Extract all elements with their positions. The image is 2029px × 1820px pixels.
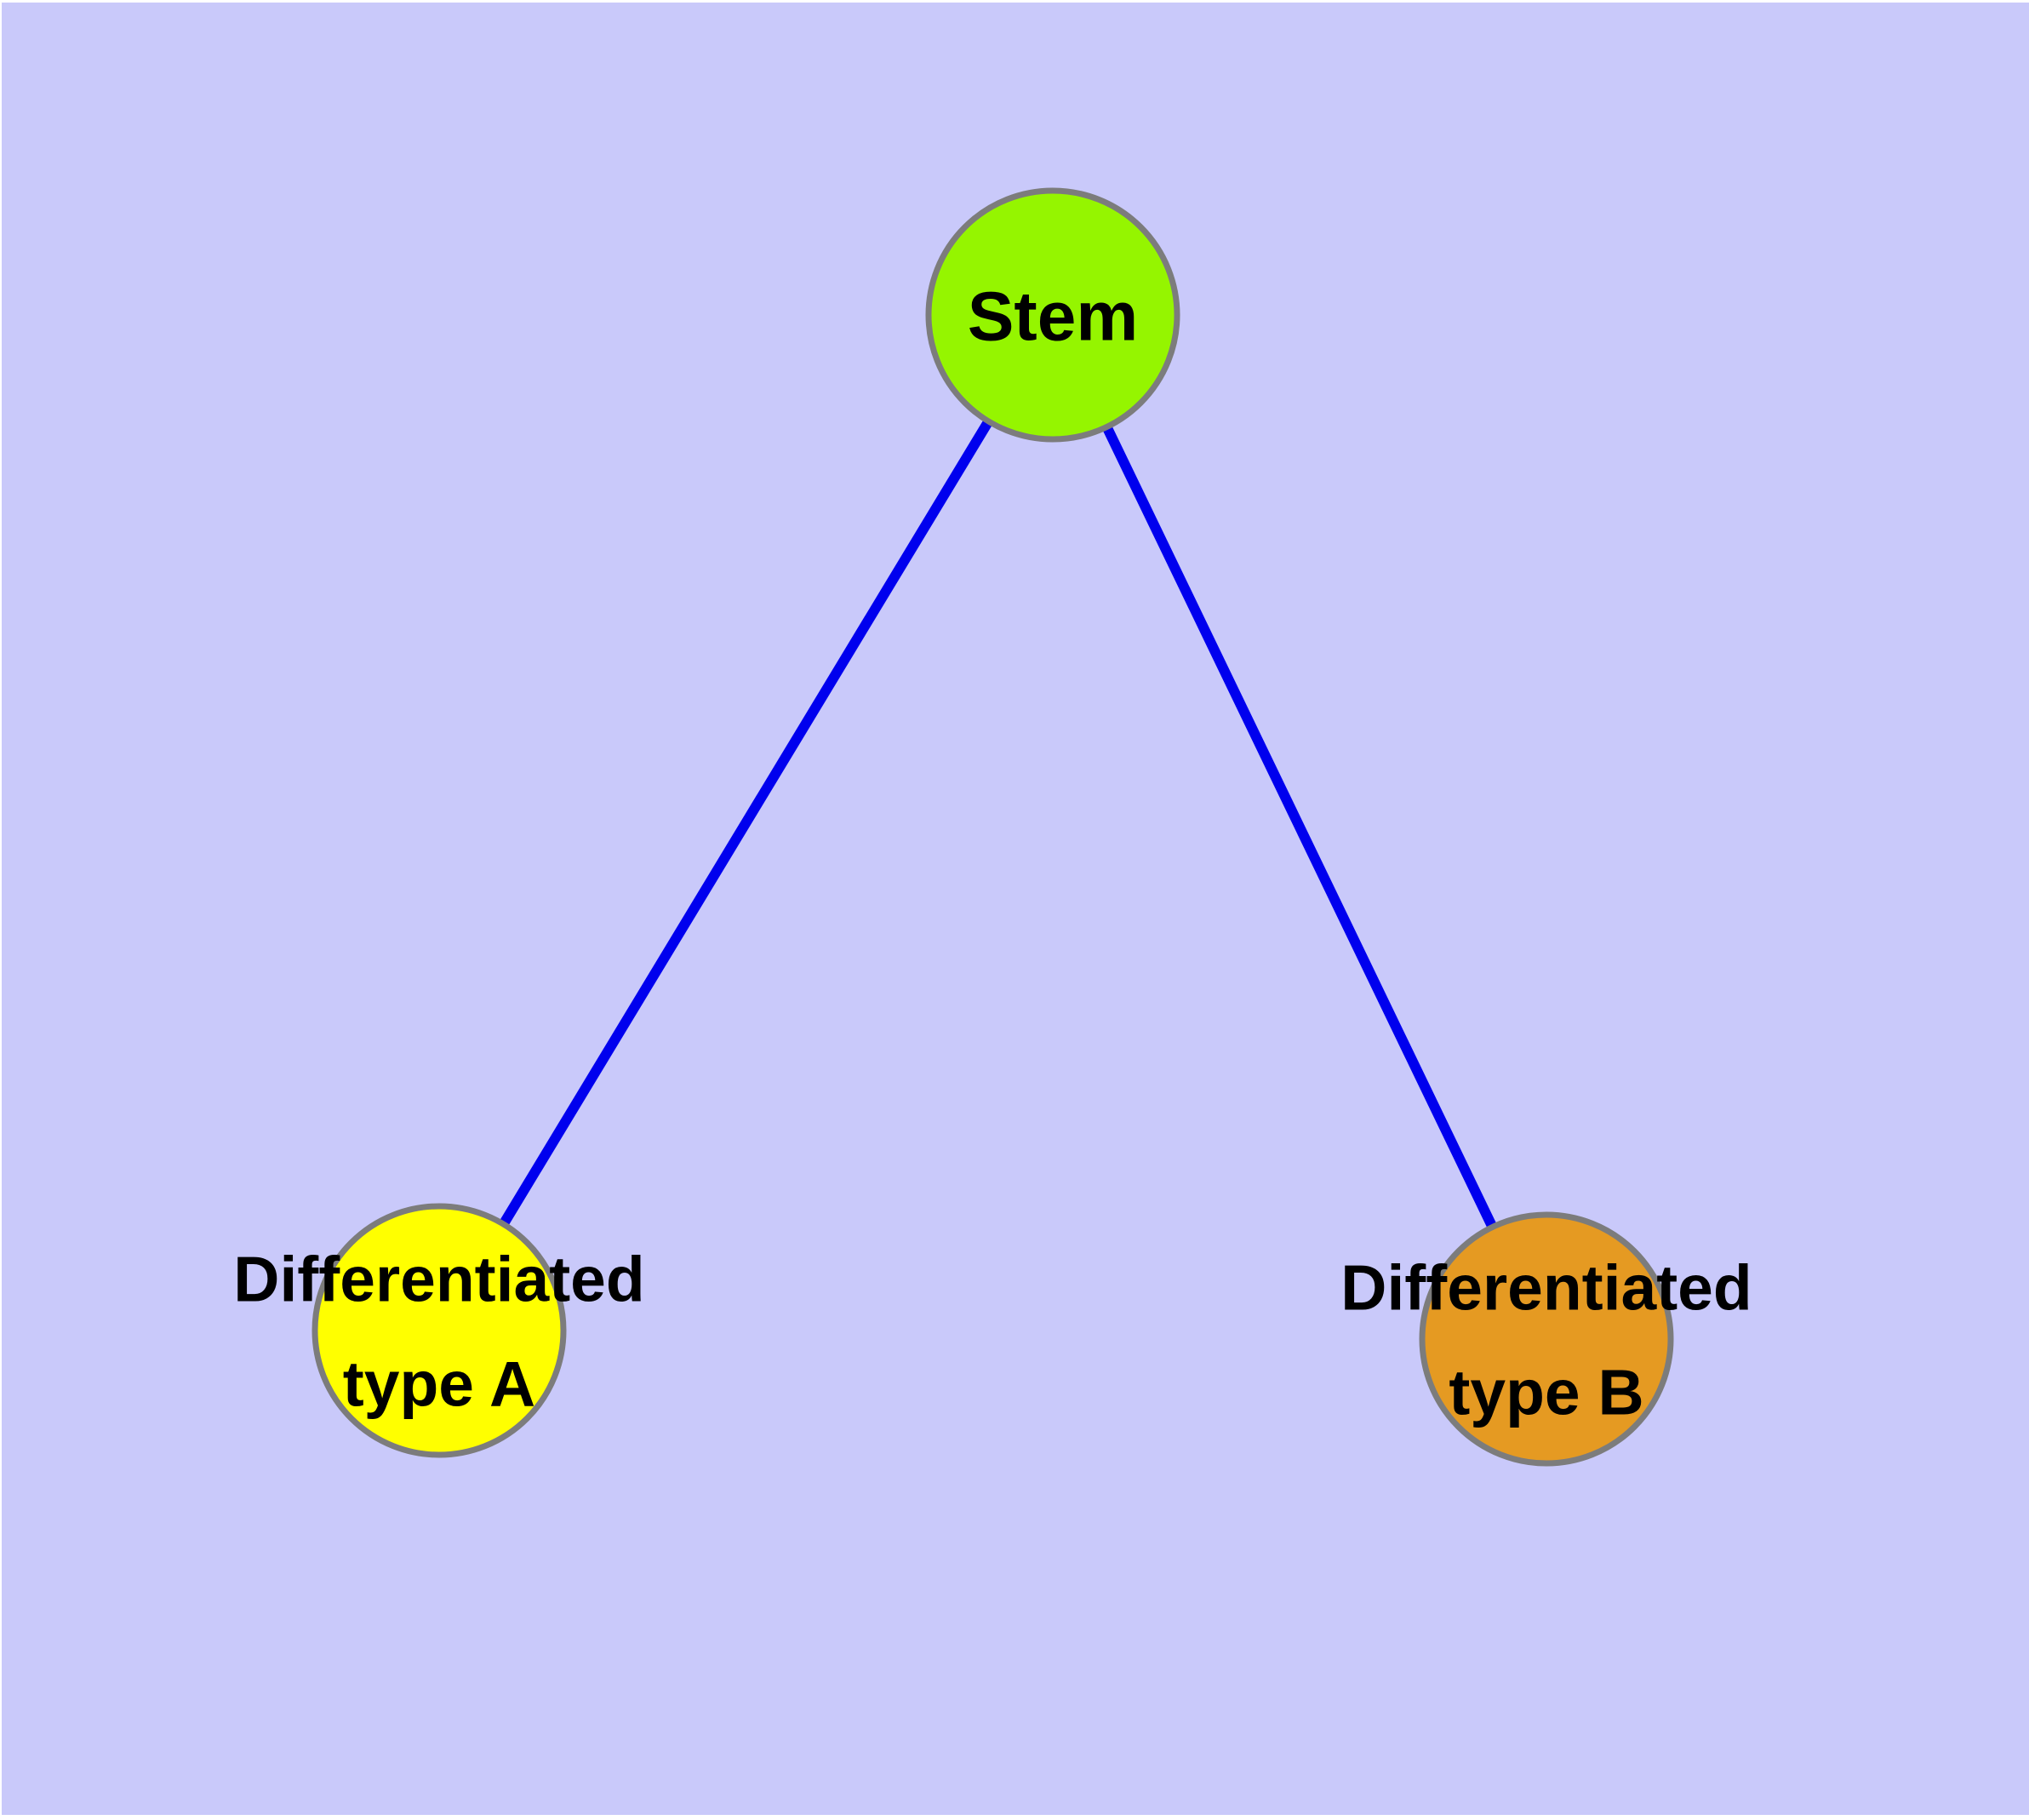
node-diff-a-circle — [311, 1203, 567, 1458]
node-stem-label-line: Stem — [968, 278, 1139, 356]
node-diff-b-label-line: Differentiated — [1340, 1252, 1752, 1324]
node-diff-b-label: Differentiated type B — [1340, 1252, 1752, 1428]
node-diff-b-label-line: type B — [1449, 1357, 1643, 1428]
node-diff-a-label-line: Differentiated — [233, 1244, 644, 1315]
edge-stem-diff-b — [1048, 312, 1552, 1342]
node-diff-a-label: Differentiated type A — [233, 1244, 644, 1420]
node-diff-a-label-line: type A — [343, 1348, 535, 1420]
node-stem-circle — [925, 187, 1180, 443]
edge-stem-diff-a — [434, 312, 1058, 1334]
node-stem-label: Stem — [968, 278, 1139, 356]
node-diff-b-circle — [1419, 1211, 1674, 1467]
